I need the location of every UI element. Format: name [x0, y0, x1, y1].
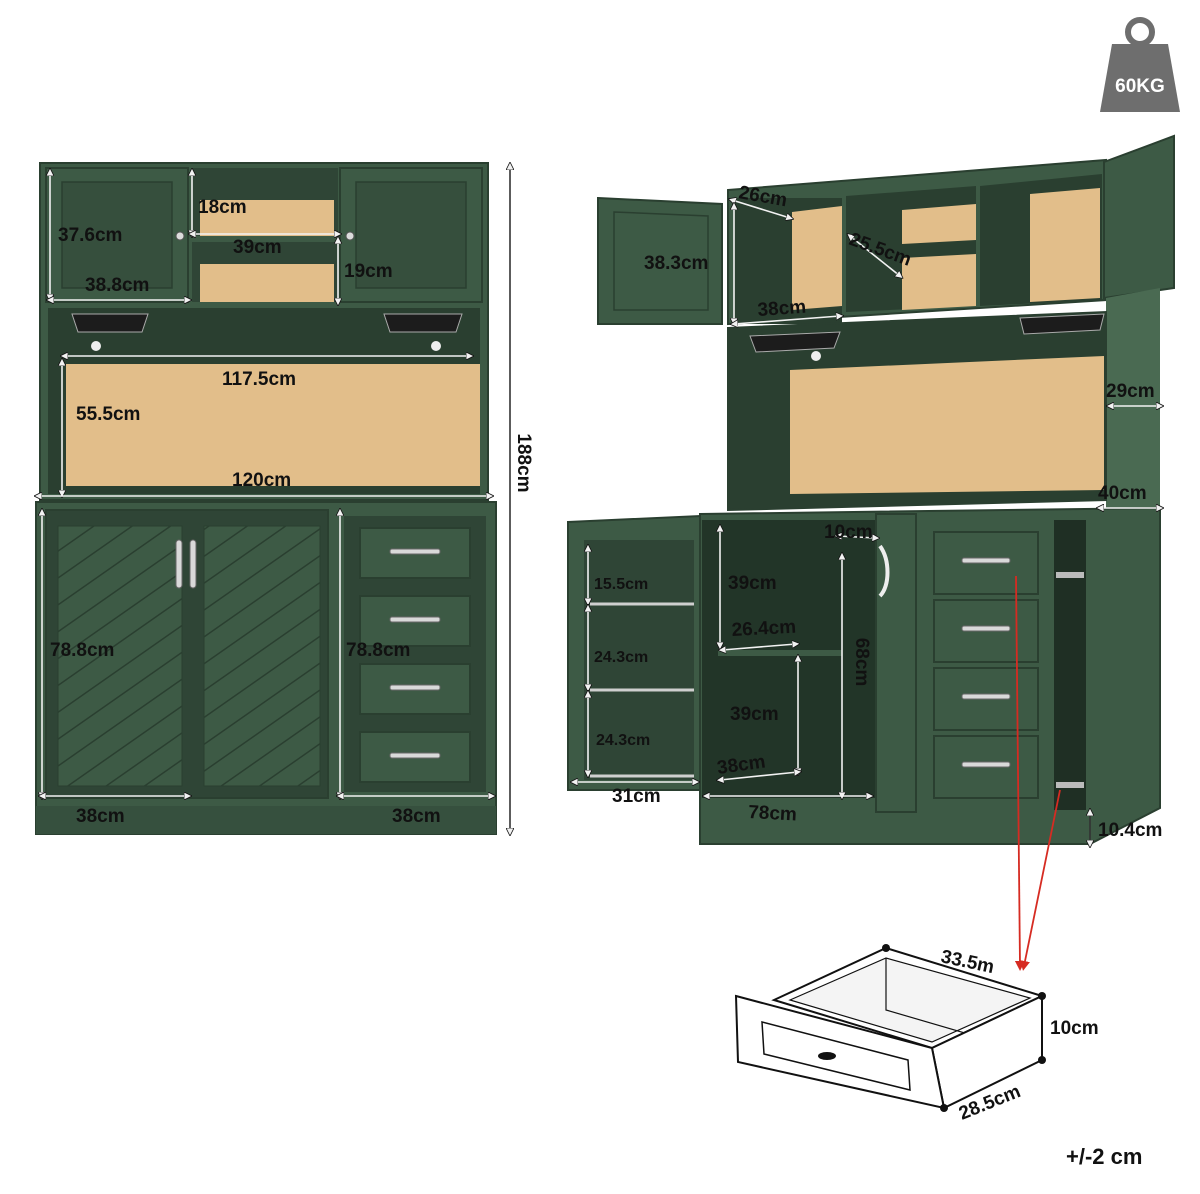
open-door-shelf-2: 24.3cm	[594, 649, 648, 666]
front-view	[35, 162, 497, 835]
open-drawers	[933, 520, 1086, 810]
open-top-left-door	[597, 196, 723, 325]
open-hutch-depth: 29cm	[1106, 381, 1155, 402]
front-right-base-width: 38cm	[392, 806, 441, 827]
open-door-depth: 10cm	[824, 522, 873, 543]
open-top-right-door	[1103, 134, 1175, 300]
front-top-middle-upper-height: 18cm	[198, 197, 247, 218]
open-top-door-height: 38.3cm	[644, 253, 708, 274]
front-top-middle-lower-height: 19cm	[344, 261, 393, 282]
tolerance-note: +/-2 cm	[1066, 1144, 1142, 1169]
front-top-door-width: 38.8cm	[85, 275, 149, 296]
front-dimension-lines	[38, 172, 492, 796]
door-shelf-labels: 15.5cm 24.3cm 24.3cm	[594, 576, 650, 749]
open-base-right-door	[875, 513, 917, 813]
front-total-width: 120cm	[232, 470, 291, 491]
open-top-inner-width: 38cm	[757, 297, 807, 321]
drawer-detail	[734, 575, 1061, 1112]
front-open-shelf-width: 117.5cm	[222, 369, 296, 390]
open-base-depth: 40cm	[1098, 483, 1147, 504]
open-door-width: 31cm	[612, 786, 661, 807]
open-door-shelf-3: 24.3cm	[596, 732, 650, 749]
open-dimension-labels: 26cm 38.3cm 38cm 25.5cm 29cm 40cm 10cm 3…	[612, 182, 1162, 841]
open-door-shelf-1: 15.5cm	[594, 576, 648, 593]
open-leg-height: 10.4cm	[1098, 820, 1162, 841]
open-view	[567, 134, 1175, 845]
front-total-height: 188cm	[513, 433, 534, 492]
open-inner-total-height: 68cm	[851, 638, 872, 687]
open-inner-shelf-depth: 26.4cm	[731, 617, 796, 641]
drawer-height: 10cm	[1050, 1018, 1099, 1039]
front-top-middle-width: 39cm	[233, 237, 282, 258]
front-open-shelf-height: 55.5cm	[76, 404, 140, 425]
open-inner-lower-height: 39cm	[730, 704, 779, 725]
open-inner-upper-height: 39cm	[728, 573, 777, 594]
front-right-door	[203, 525, 321, 787]
front-left-base-width: 38cm	[76, 806, 125, 827]
front-left-cabinet-height: 78.8cm	[50, 640, 114, 661]
open-base-width: 78cm	[748, 802, 798, 826]
front-dimension-labels: 37.6cm 38.8cm 18cm 39cm 19cm 117.5cm 55.…	[50, 197, 534, 827]
front-left-door	[57, 525, 183, 787]
weight-icon: 60KG	[1100, 17, 1180, 112]
front-drawers	[344, 516, 486, 792]
front-top-door-height: 37.6cm	[58, 225, 122, 246]
front-right-drawer-height: 78.8cm	[346, 640, 410, 661]
open-dimension-lines	[574, 200, 1160, 796]
weight-label: 60KG	[1115, 76, 1165, 97]
